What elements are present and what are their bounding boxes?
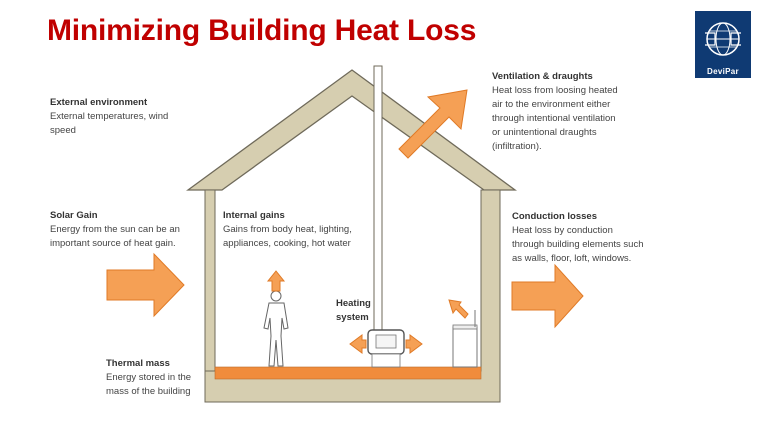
- appliance: [452, 326, 478, 368]
- appliance-top: [452, 324, 478, 330]
- solar-gain-arrow: [106, 252, 185, 318]
- devipar-logo: DeviPar: [695, 11, 751, 78]
- ventilation-arrow: [398, 89, 468, 159]
- internal-gain-arrow: [266, 270, 286, 292]
- ventilation-label: Ventilation & draughts Heat loss from lo…: [492, 70, 618, 154]
- solar-gain-label: Solar Gain Energy from the sun can be an…: [50, 209, 180, 251]
- internal-title: Internal gains: [223, 210, 285, 221]
- internal-desc: Gains from body heat, lighting, applianc…: [223, 224, 352, 249]
- chimney-flue: [373, 65, 383, 333]
- solar-title: Solar Gain: [50, 210, 98, 221]
- conduction-losses-label: Conduction losses Heat loss by conductio…: [512, 210, 644, 266]
- conduction-desc: Heat loss by conduction through building…: [512, 225, 644, 264]
- heated-floor: [214, 366, 482, 380]
- external-title: External environment: [50, 97, 148, 108]
- appliance-heat-arrow: [448, 299, 469, 319]
- heating-title: Heating system: [336, 298, 371, 323]
- thermal-desc: Energy stored in the mass of the buildin…: [106, 372, 192, 397]
- ventilation-desc: Heat loss from loosing heated air to the…: [492, 85, 618, 152]
- globe-icon: [705, 22, 741, 56]
- left-wall: [204, 189, 216, 372]
- thermal-title: Thermal mass: [106, 358, 170, 369]
- heating-system-label: Heating system: [336, 297, 371, 325]
- external-desc: External temperatures, wind speed: [50, 111, 169, 136]
- heater-panel: [375, 334, 397, 349]
- logo-text: DeviPar: [707, 67, 739, 76]
- slide-title: Minimizing Building Heat Loss: [47, 14, 477, 47]
- conduction-title: Conduction losses: [512, 211, 597, 222]
- thermal-mass-label: Thermal mass Energy stored in the mass o…: [106, 357, 191, 399]
- ventilation-title: Ventilation & draughts: [492, 71, 593, 82]
- conduction-arrow: [511, 263, 584, 329]
- solar-desc: Energy from the sun can be an important …: [50, 224, 180, 249]
- person-figure: [263, 290, 289, 367]
- internal-gains-label: Internal gains Gains from body heat, lig…: [223, 209, 352, 251]
- external-environment-label: External environment External temperatur…: [50, 96, 168, 138]
- roof: [186, 69, 517, 191]
- heater-stand: [371, 353, 401, 368]
- heating-right-arrow: [405, 334, 423, 354]
- heating-left-arrow: [349, 334, 367, 354]
